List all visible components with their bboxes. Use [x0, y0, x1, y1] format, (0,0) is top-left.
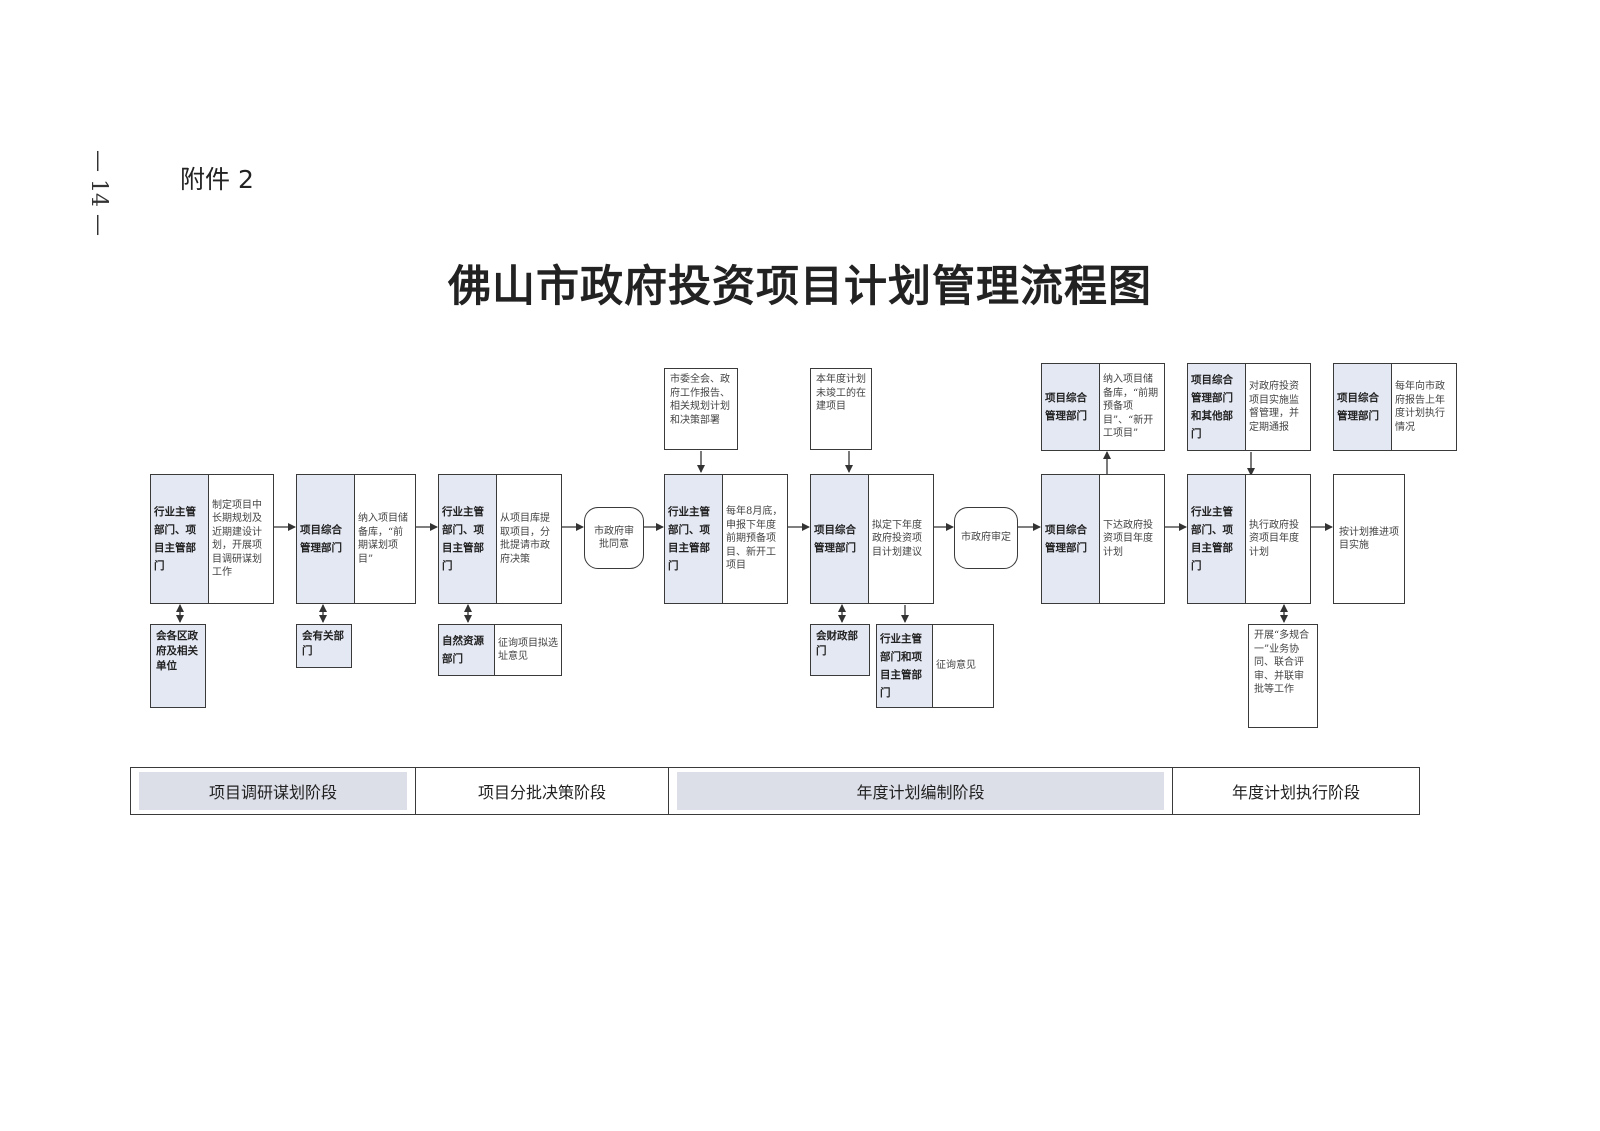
step-dept-label: 行业主管部门、项目主管部门: [151, 475, 209, 603]
sub-dept-related: 会有关部门: [296, 624, 352, 668]
step-dept-label: 项目综合管理部门: [1042, 364, 1100, 450]
step-action-text: 对政府投资项目实施监督管理，并定期通报: [1249, 381, 1299, 433]
stage-execute: 年度计划执行阶段: [1231, 783, 1360, 802]
step-action-text: 每年8月底，申报下年度前期预备项目、新开工项目: [726, 506, 783, 572]
step-supervision: 项目综合管理部门和其他部门 对政府投资项目实施监督管理，并定期通报: [1187, 363, 1311, 451]
step-issue-plan: 项目综合管理部门 下达政府投资项目年度计划: [1041, 474, 1165, 604]
stage-research: 项目调研谋划阶段: [131, 768, 416, 814]
step-batch-submit: 行业主管部门、项目主管部门 从项目库提取项目，分批提请市政府决策: [438, 474, 562, 604]
sub-step-coordination: 开展“多规合一”业务协同、联合评审、并联审批等工作: [1248, 624, 1318, 728]
page-number: — 14 —: [86, 150, 111, 236]
step-annual-report: 项目综合管理部门 每年向市政府报告上年度计划执行情况: [1333, 363, 1457, 451]
step-draft-plan: 项目综合管理部门 拟定下年度政府投资项目计划建议: [810, 474, 934, 604]
step-action-text: 执行政府投资项目年度计划: [1249, 519, 1299, 558]
step-dept-label: 行业主管部门、项目主管部门: [439, 475, 497, 603]
step-dept-label: 项目综合管理部门: [297, 475, 355, 603]
sub-dept-label: 自然资源部门: [439, 625, 495, 675]
step-action-text: 纳入项目储备库，“前期预备项目”、“新开工项目”: [1103, 374, 1159, 440]
step-execute-plan: 行业主管部门、项目主管部门 执行政府投资项目年度计划: [1187, 474, 1311, 604]
sub-action-text: 征询项目拟选址意见: [498, 637, 558, 663]
step-action-text: 制定项目中长期规划及近期建设计划，开展项目调研谋划工作: [212, 499, 262, 579]
step-reserve-update: 项目综合管理部门 纳入项目储备库，“前期预备项目”、“新开工项目”: [1041, 363, 1165, 451]
step-annual-declare: 行业主管部门、项目主管部门 每年8月底，申报下年度前期预备项目、新开工项目: [664, 474, 788, 604]
input-policy-docs: 市委全会、政府工作报告、相关规划计划和决策部署: [664, 368, 738, 450]
step-plan-research: 行业主管部门、项目主管部门 制定项目中长期规划及近期建设计划，开展项目调研谋划工…: [150, 474, 274, 604]
step-project-reserve: 项目综合管理部门 纳入项目储备库，“前期谋划项目”: [296, 474, 416, 604]
sub-step-consult: 行业主管部门和项目主管部门 征询意见: [876, 624, 994, 708]
step-dept-label: 项目综合管理部门: [1042, 475, 1100, 603]
step-dept-label: 项目综合管理部门: [811, 475, 869, 603]
input-ongoing-projects: 本年度计划未竣工的在建项目: [810, 368, 872, 450]
step-action-text: 每年向市政府报告上年度计划执行情况: [1395, 381, 1445, 433]
stage-decision: 项目分批决策阶段: [416, 768, 669, 814]
stage-bar: 项目调研谋划阶段 项目分批决策阶段 年度计划编制阶段 年度计划执行阶段: [130, 767, 1420, 815]
sub-dept-district: 会各区政府及相关单位: [150, 624, 206, 708]
step-dept-label: 行业主管部门、项目主管部门: [1188, 475, 1246, 603]
step-action-text: 下达政府投资项目年度计划: [1103, 519, 1153, 558]
page-title: 佛山市政府投资项目计划管理流程图: [448, 262, 1152, 312]
decision-gov-review: 市政府审定: [954, 507, 1018, 569]
sub-action-text: 征询意见: [936, 660, 976, 672]
step-action-text: 纳入项目储备库，“前期谋划项目”: [358, 513, 408, 565]
step-action-text: 从项目库提取项目，分批提请市政府决策: [500, 513, 550, 565]
decision-gov-approval: 市政府审批同意: [584, 507, 644, 569]
attachment-label: 附件 2: [180, 165, 254, 194]
stage-compile: 年度计划编制阶段: [669, 768, 1173, 814]
step-dept-label: 项目综合管理部门: [1334, 364, 1392, 450]
step-implement: 按计划推进项目实施: [1333, 474, 1405, 604]
step-dept-label: 行业主管部门、项目主管部门: [665, 475, 723, 603]
sub-step-natural-resources: 自然资源部门 征询项目拟选址意见: [438, 624, 562, 676]
sub-dept-finance: 会财政部门: [810, 624, 870, 676]
sub-dept-label: 行业主管部门和项目主管部门: [877, 625, 933, 707]
step-dept-label: 项目综合管理部门和其他部门: [1188, 364, 1246, 450]
step-action-text: 拟定下年度政府投资项目计划建议: [872, 519, 922, 558]
